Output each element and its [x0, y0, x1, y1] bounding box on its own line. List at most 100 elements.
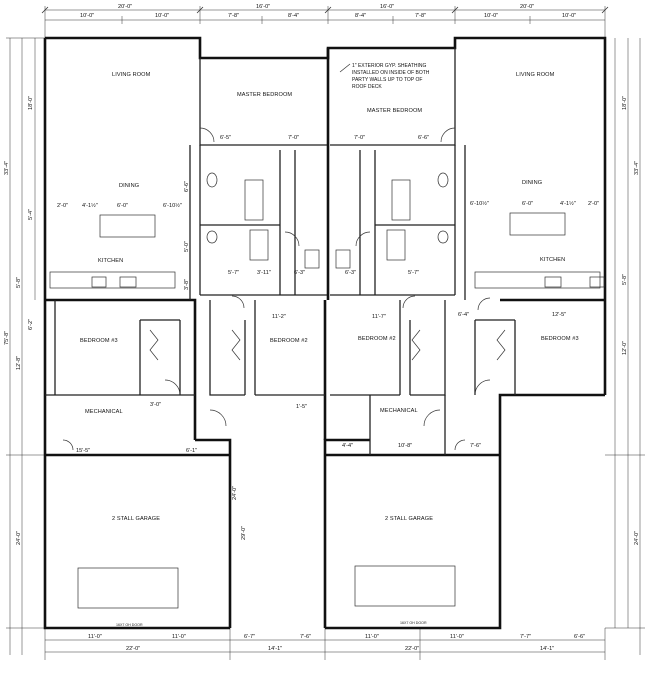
dim-bot-14-1-left: 14'-1"	[268, 646, 282, 652]
room-mechanical-right: MECHANICAL	[380, 408, 418, 414]
dim-left-18-0: 18'-0"	[28, 96, 34, 110]
dim-6-1: 6'-1"	[186, 448, 197, 454]
dim-11-2: 11'-2"	[272, 314, 286, 320]
dim-bot-22-0-left: 22'-0"	[126, 646, 140, 652]
dim-left-5-8: 5'-8"	[16, 277, 22, 288]
dim-4-1-half-a: 4'-1½"	[82, 202, 98, 209]
dim-6-6b: 6'-6"	[184, 181, 190, 192]
dim-top-10-0-d: 10'-0"	[562, 13, 576, 19]
dim-6-6: 6'-6"	[418, 135, 429, 141]
dim-bot-11-0-d: 11'-0"	[450, 634, 464, 640]
dim-top-16-0-right: 16'-0"	[380, 4, 394, 10]
fixtures	[49, 127, 605, 609]
dim-10-8: 10'-8"	[398, 443, 412, 449]
dim-top-10-0-c: 10'-0"	[484, 13, 498, 19]
dim-7-0-a: 7'-0"	[288, 135, 299, 141]
dim-bot-7-7: 7'-7"	[520, 634, 531, 640]
dim-left-6-2: 6'-2"	[28, 319, 34, 330]
top-dimension-labels: 20'-0" 10'-0" 10'-0" 16'-0" 7'-8" 8'-4" …	[80, 4, 576, 19]
dim-12-5: 12'-5"	[552, 312, 566, 318]
dim-29-0: 29'-0"	[241, 526, 247, 540]
dim-right-24-0: 24'-0"	[634, 531, 640, 545]
garage-door-note-right: 16X7 OH DOOR	[400, 621, 427, 625]
dim-bot-14-1-right: 14'-1"	[540, 646, 554, 652]
note-line-2: INSTALLED ON INSIDE OF BOTH	[352, 70, 430, 76]
dim-right-33-4: 33'-4"	[634, 161, 640, 175]
room-kitchen-right: KITCHEN	[540, 257, 565, 263]
exterior-walls	[43, 36, 607, 630]
dim-6-10-half-a: 6'-10½"	[163, 202, 182, 209]
dim-left-24-0: 24'-0"	[16, 531, 22, 545]
dim-top-20-0-right: 20'-0"	[520, 4, 534, 10]
dim-3-0: 3'-0"	[150, 402, 161, 408]
dim-bot-11-0-b: 11'-0"	[172, 634, 186, 640]
dim-24-0-mid: 24'-0"	[232, 486, 238, 500]
dim-6-5: 6'-5"	[220, 135, 231, 141]
room-kitchen-left: KITCHEN	[98, 258, 123, 264]
dim-2-0-b: 2'-0"	[588, 201, 599, 207]
room-labels: LIVING ROOM LIVING ROOM MASTER BEDROOM M…	[80, 72, 579, 522]
dim-11-7: 11'-7"	[372, 314, 386, 320]
dim-left-75-8: 75'-8"	[4, 331, 10, 345]
dim-5-0: 5'-0"	[184, 241, 190, 252]
interior-dimension-labels: 15'-5" 6'-1" 3'-0" 4'-1½" 6'-0" 6'-10½" …	[57, 135, 599, 540]
side-dimension-lines	[6, 37, 645, 660]
dim-6-10-half-b: 6'-10½"	[470, 200, 489, 207]
dim-5-7-a: 5'-7"	[228, 270, 239, 276]
dim-3-8: 3'-8"	[184, 279, 190, 290]
dim-top-10-0-b: 10'-0"	[155, 13, 169, 19]
dim-bot-7-6: 7'-6"	[300, 634, 311, 640]
top-dimension-lines	[41, 6, 609, 38]
interior-walls-left	[54, 58, 327, 396]
left-dimension-labels: 33'-4" 75'-8" 24'-0" 18'-0" 5'-4" 12'-8"…	[4, 96, 34, 545]
dim-top-20-0-left: 20'-0"	[118, 4, 132, 10]
dim-left-33-4: 33'-4"	[4, 161, 10, 175]
dim-5-7-b: 5'-7"	[408, 270, 419, 276]
bottom-dimension-labels: 11'-0" 11'-0" 6'-7" 7'-6" 11'-0" 11'-0" …	[88, 634, 585, 652]
dim-2-0-a: 2'-0"	[57, 203, 68, 209]
dim-6-0-b: 6'-0"	[522, 201, 533, 207]
interior-walls-right	[330, 48, 516, 455]
dim-bot-22-0-right: 22'-0"	[405, 646, 419, 652]
dim-top-8-4-right: 8'-4"	[355, 13, 366, 19]
right-dimension-labels: 33'-4" 18'-0" 24'-0" 12'-0" 5'-8"	[622, 96, 640, 545]
dim-7-0-b: 7'-0"	[354, 135, 365, 141]
dim-4-4: 4'-4"	[342, 443, 353, 449]
dim-right-5-8: 5'-8"	[622, 274, 628, 285]
room-living-right: LIVING ROOM	[516, 72, 555, 78]
room-garage-left: 2 STALL GARAGE	[112, 516, 160, 522]
dim-top-8-4-left: 8'-4"	[288, 13, 299, 19]
dim-top-7-8-right: 7'-8"	[415, 13, 426, 19]
dim-top-16-0-left: 16'-0"	[256, 4, 270, 10]
dim-6-0-a: 6'-0"	[117, 203, 128, 209]
dim-bot-11-0-a: 11'-0"	[88, 634, 102, 640]
room-bedroom3-left: BEDROOM #3	[80, 338, 118, 344]
dim-6-4: 6'-4"	[458, 312, 469, 318]
construction-note: 1" EXTERIOR GYP. SHEATHING INSTALLED ON …	[339, 63, 430, 90]
note-line-1: 1" EXTERIOR GYP. SHEATHING	[352, 63, 426, 69]
dim-15-5: 15'-5"	[76, 448, 90, 454]
dim-6-3-a: 6'-3"	[294, 270, 305, 276]
dim-right-12-0: 12'-0"	[622, 341, 628, 355]
room-master-right: MASTER BEDROOM	[367, 108, 422, 114]
dim-left-5-4: 5'-4"	[28, 209, 34, 220]
dim-top-10-0-a: 10'-0"	[80, 13, 94, 19]
dim-bot-6-6: 6'-6"	[574, 634, 585, 640]
room-bedroom2-left: BEDROOM #2	[270, 338, 308, 344]
room-garage-right: 2 STALL GARAGE	[385, 516, 433, 522]
dim-left-12-8: 12'-8"	[16, 356, 22, 370]
note-line-4: ROOF DECK	[352, 84, 382, 90]
dim-bot-6-7: 6'-7"	[244, 634, 255, 640]
garage-door-note-left: 16X7 OH DOOR	[116, 623, 143, 627]
room-master-left: MASTER BEDROOM	[237, 92, 292, 98]
room-mechanical-left: MECHANICAL	[85, 409, 123, 415]
room-bedroom3-right: BEDROOM #3	[541, 336, 579, 342]
dim-3-11: 3'-11"	[257, 270, 271, 276]
dim-top-7-8-left: 7'-8"	[228, 13, 239, 19]
dim-1-5: 1'-5"	[296, 404, 307, 410]
note-line-3: PARTY WALLS UP TO TOP OF	[352, 77, 422, 83]
room-living-left: LIVING ROOM	[112, 72, 151, 78]
dim-right-18-0: 18'-0"	[622, 96, 628, 110]
dim-4-1-half-b: 4'-1½"	[560, 200, 576, 207]
